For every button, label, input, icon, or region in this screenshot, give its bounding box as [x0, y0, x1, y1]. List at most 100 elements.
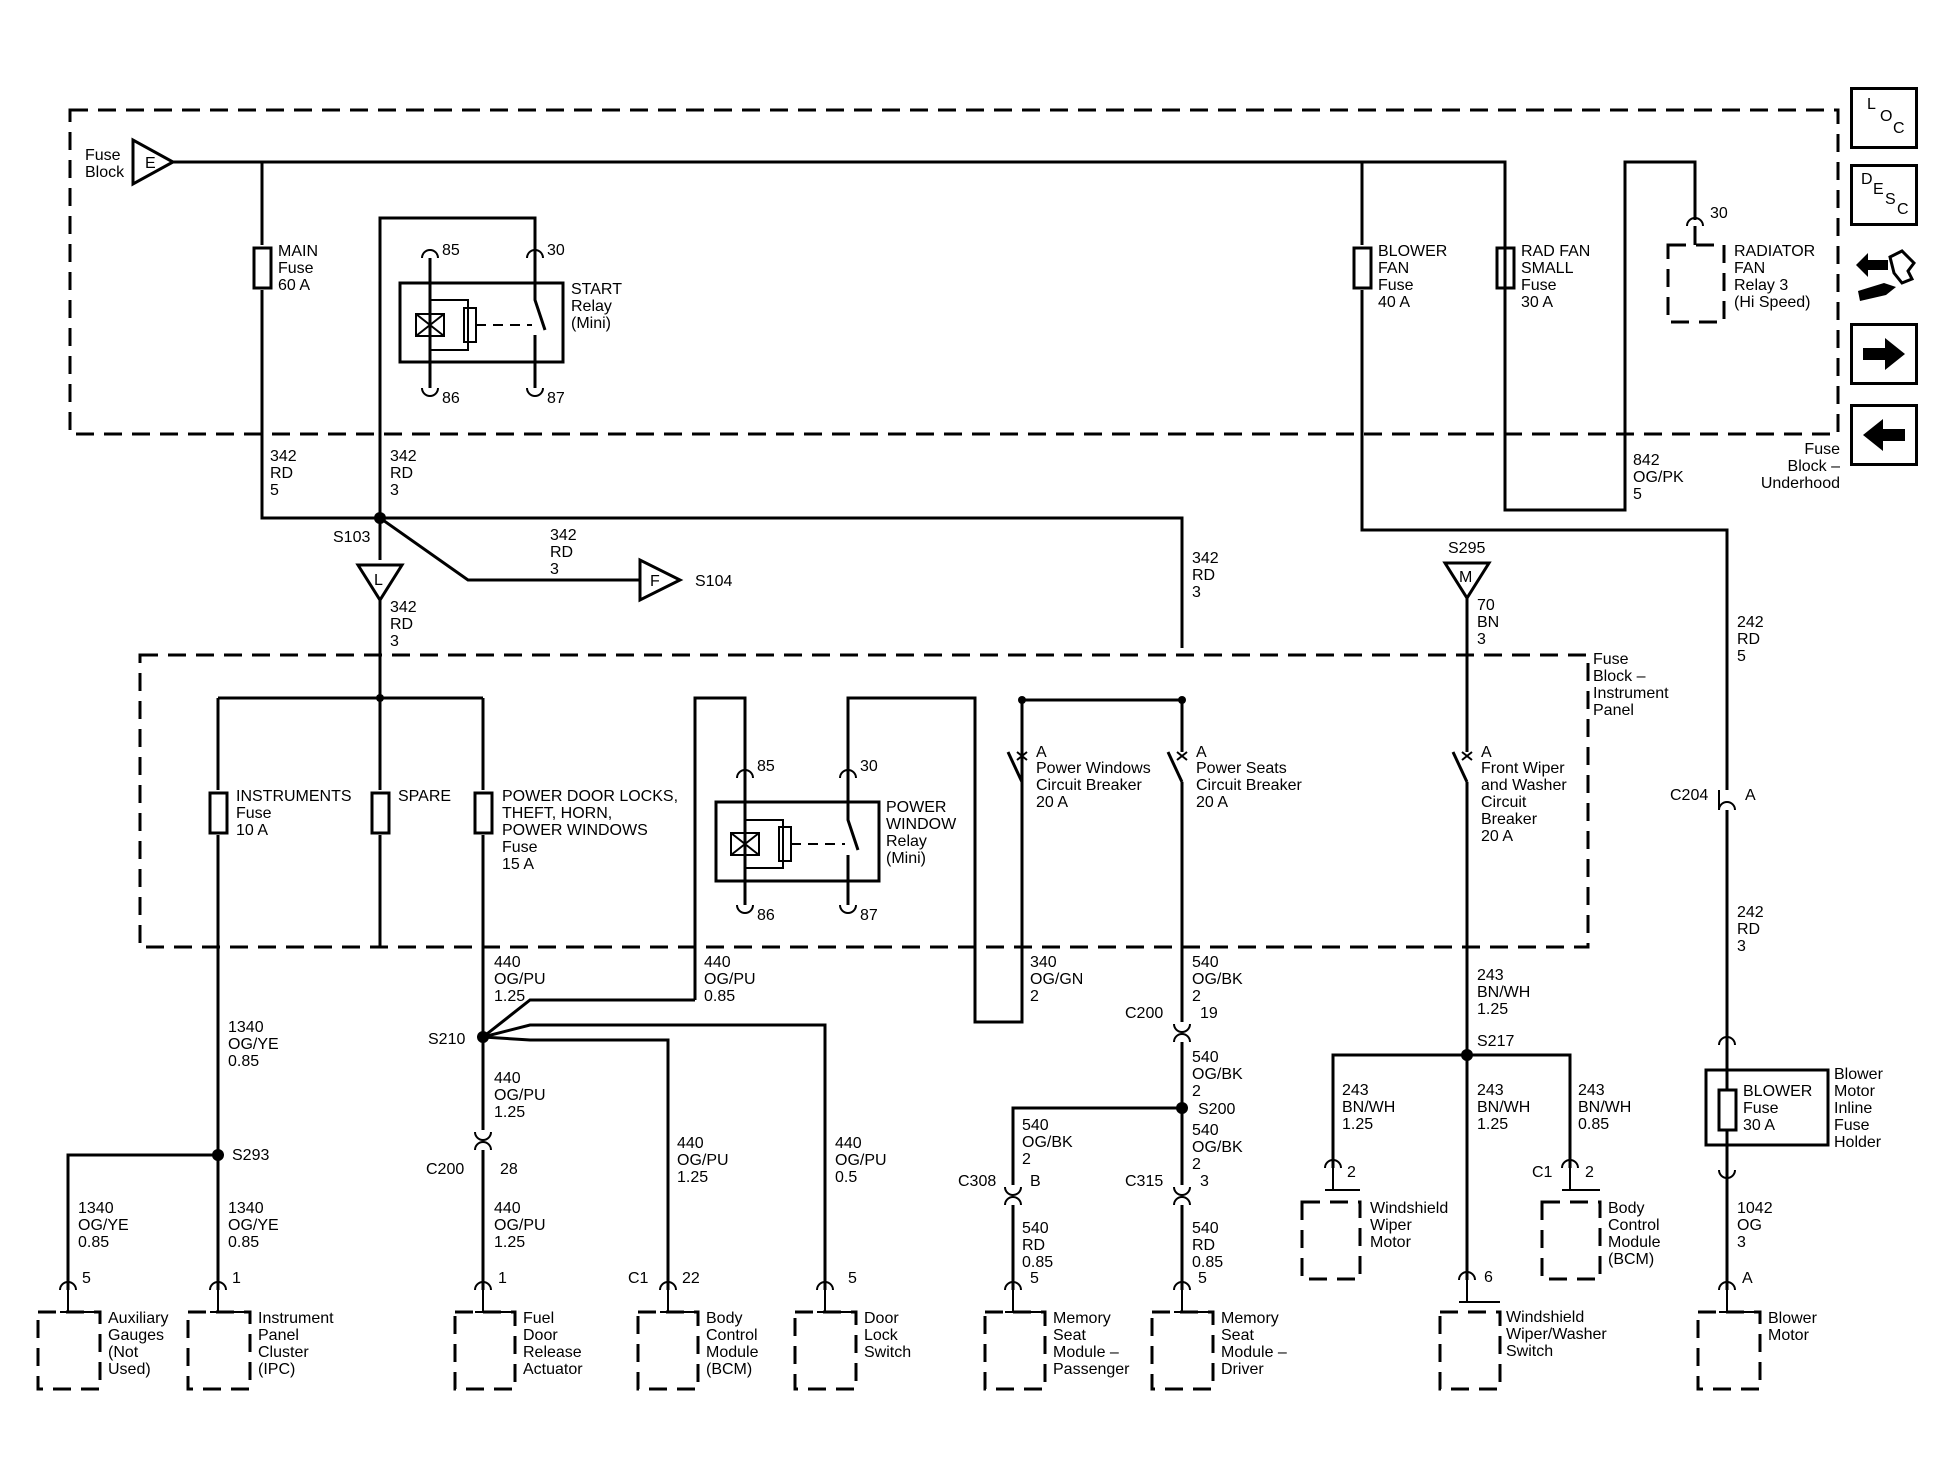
c204-label: C204	[1670, 787, 1708, 804]
s104-branch-wire	[379, 516, 640, 582]
wiper-breaker-pin: A	[1481, 744, 1492, 761]
wire-label: 440	[494, 1070, 521, 1087]
wire-label: 342	[550, 527, 577, 544]
memory-seat-module-driver	[1150, 1281, 1215, 1391]
next-button[interactable]	[1850, 323, 1918, 385]
pw-breaker-label: 20 A	[1036, 794, 1068, 811]
memory-drv-label: Driver	[1221, 1361, 1264, 1378]
wire-label: 1.25	[1477, 1116, 1508, 1133]
wire-label: OG/PU	[494, 1217, 546, 1234]
door-lock-pin: 5	[848, 1270, 857, 1287]
wire-label: 0.85	[1578, 1116, 1609, 1133]
bcm1-label: (BCM)	[706, 1361, 752, 1378]
main-fuse-label: MAIN	[278, 243, 318, 260]
wire-label: 70	[1477, 597, 1495, 614]
fuse-block-label: Block	[85, 164, 125, 181]
c204-pin: A	[1745, 787, 1756, 804]
wire-label: 342	[390, 448, 417, 465]
ip-bus-wire	[218, 600, 483, 700]
start-relay-label: START	[571, 281, 622, 298]
splice-s103-label: S103	[333, 529, 370, 546]
power-seats-breaker	[1166, 700, 1184, 1022]
wiper-breaker-label: Breaker	[1481, 811, 1538, 828]
rad-fan-fuse	[1495, 246, 1516, 290]
ipc-label: Panel	[258, 1327, 299, 1344]
s217-branches	[1331, 1053, 1572, 1280]
wiper-motor-label: Motor	[1370, 1234, 1412, 1251]
wire-label: 1340	[228, 1200, 264, 1217]
bcm2-label: Body	[1608, 1200, 1644, 1217]
wire-label: 540	[1192, 954, 1219, 971]
wiper-breaker-label: and Washer	[1481, 777, 1567, 794]
wire-label: 0.85	[228, 1234, 259, 1251]
wire-label: OG/PU	[704, 971, 756, 988]
wire-label: 3	[1737, 938, 1746, 955]
ps-breaker-x	[1176, 751, 1188, 761]
wire-label: RD	[1737, 921, 1760, 938]
splice-s210-label: S210	[428, 1031, 465, 1048]
c315-label: C315	[1125, 1173, 1163, 1190]
aux-gauges-label: Used)	[108, 1361, 151, 1378]
wiper-switch-pin: 6	[1484, 1269, 1493, 1286]
door-lock-label: Lock	[864, 1327, 899, 1344]
memory-drv-label: Seat	[1221, 1327, 1254, 1344]
wire-label: 2	[1192, 988, 1201, 1005]
ps-breaker-label: Power Seats	[1196, 760, 1287, 777]
bcm2-label: Module	[1608, 1234, 1661, 1251]
wire-label: 1340	[228, 1019, 264, 1036]
ip-label: Instrument	[1593, 685, 1669, 702]
c200-pin: 28	[500, 1161, 518, 1178]
wiper-breaker-label: Circuit	[1481, 794, 1527, 811]
connector-f-label: F	[650, 573, 660, 590]
blower-motor	[1696, 1281, 1762, 1391]
fuel-door-pin: 1	[498, 1270, 507, 1287]
wire-label: 1.25	[494, 1104, 525, 1121]
s210-to-relay-wire	[482, 998, 695, 1039]
radiator-relay-label: FAN	[1734, 260, 1765, 277]
wire-label: OG/BK	[1192, 1066, 1243, 1083]
description-button[interactable]: D E S C	[1850, 164, 1918, 226]
c200-19-connector	[1173, 1023, 1191, 1043]
start-relay-label: (Mini)	[571, 315, 611, 332]
relay-85-wire	[693, 696, 747, 1000]
blower-fan-fuse	[1352, 246, 1373, 290]
ip-label: Block –	[1593, 668, 1646, 685]
memory-pass-label: Memory	[1053, 1310, 1111, 1327]
blower-fan-wire	[1360, 162, 1729, 790]
blower-fuse-terminal	[1718, 1036, 1736, 1046]
bcm2-pin: 2	[1585, 1164, 1594, 1181]
wire-label: 440	[494, 954, 521, 971]
connector-f	[638, 557, 684, 603]
main-fuse-label: Fuse	[278, 260, 314, 277]
blower-holder-label: Inline	[1834, 1100, 1872, 1117]
start-relay	[398, 249, 565, 397]
blower-fuse-holder	[1704, 1068, 1830, 1147]
location-button[interactable]: L O C	[1850, 87, 1918, 149]
windshield-wiper-motor	[1300, 1159, 1362, 1281]
wire-label: 5	[270, 482, 279, 499]
start-relay-30-wire	[378, 216, 537, 518]
fuel-door-label: Fuel	[523, 1310, 554, 1327]
ipc-label: Instrument	[258, 1310, 334, 1327]
wire-label: 1.25	[677, 1169, 708, 1186]
wire-label: 1.25	[1342, 1116, 1373, 1133]
wire-label: 440	[494, 1200, 521, 1217]
c308-connector	[1004, 1186, 1022, 1206]
s210-to-door-lock-wire	[482, 1023, 827, 1290]
pw-relay-label: Relay	[886, 833, 927, 850]
wire-label: 1042	[1737, 1200, 1773, 1217]
back-button[interactable]	[1850, 404, 1918, 466]
memory-pass-label: Module –	[1053, 1344, 1119, 1361]
ip-label: Panel	[1593, 702, 1634, 719]
fuse-block-label: Fuse	[85, 147, 121, 164]
wiper-breaker	[1451, 598, 1469, 1055]
wire-label: OG/YE	[78, 1217, 129, 1234]
wire-label: 1.25	[1477, 1001, 1508, 1018]
wire-label: BN/WH	[1477, 1099, 1530, 1116]
wire-label: OG/PU	[835, 1152, 887, 1169]
main-fuse-wire	[260, 162, 1184, 648]
desc-letter: E	[1873, 181, 1884, 198]
wire-label: 340	[1030, 954, 1057, 971]
c204-connector	[1718, 790, 1736, 811]
connector-wrench-button[interactable]	[1850, 243, 1918, 305]
